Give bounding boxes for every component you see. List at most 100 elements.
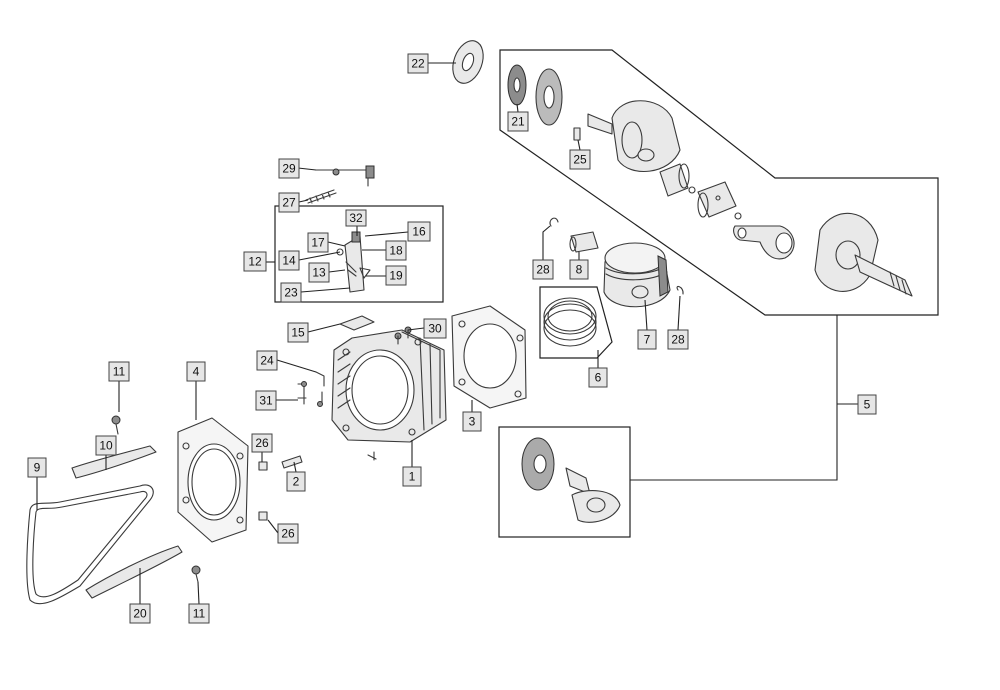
svg-text:11: 11 bbox=[113, 365, 126, 379]
circlip-right bbox=[676, 285, 684, 295]
svg-text:32: 32 bbox=[349, 211, 363, 225]
svg-text:14: 14 bbox=[282, 254, 296, 268]
cylinder-block bbox=[331, 329, 447, 443]
svg-text:19: 19 bbox=[389, 269, 403, 283]
callout-20: 20 bbox=[129, 603, 151, 624]
callout-26-lower: 26 bbox=[277, 523, 299, 544]
svg-text:6: 6 bbox=[595, 371, 602, 385]
crankshaft-assembly-frame bbox=[499, 49, 939, 316]
svg-text:29: 29 bbox=[282, 162, 296, 176]
tensioner-spring bbox=[305, 189, 337, 204]
svg-text:17: 17 bbox=[311, 236, 325, 250]
callout-30: 30 bbox=[423, 318, 447, 339]
svg-text:28: 28 bbox=[671, 333, 685, 347]
callout-18: 18 bbox=[385, 240, 407, 261]
svg-text:16: 16 bbox=[412, 225, 426, 239]
chain-guide-lower bbox=[85, 545, 183, 599]
callout-19: 19 bbox=[385, 265, 407, 286]
crank-sprocket bbox=[507, 64, 527, 106]
svg-text:2: 2 bbox=[293, 475, 300, 489]
dowel-pin bbox=[281, 455, 303, 469]
circlip-left bbox=[549, 217, 559, 227]
svg-text:10: 10 bbox=[99, 439, 113, 453]
leader-lines bbox=[36, 62, 858, 605]
callout-12: 12 bbox=[243, 251, 267, 272]
svg-text:7: 7 bbox=[644, 333, 651, 347]
callout-29: 29 bbox=[278, 158, 300, 179]
svg-text:22: 22 bbox=[411, 57, 425, 71]
tensioner-parts bbox=[336, 231, 371, 293]
piston-pin bbox=[569, 231, 599, 253]
svg-text:15: 15 bbox=[291, 326, 305, 340]
svg-text:26: 26 bbox=[255, 436, 269, 450]
callout-23: 23 bbox=[280, 282, 302, 303]
callout-17: 17 bbox=[307, 232, 329, 253]
callout-25: 25 bbox=[569, 149, 591, 170]
mounting-studs bbox=[297, 371, 325, 407]
svg-text:1: 1 bbox=[409, 470, 416, 484]
callout-21: 21 bbox=[507, 111, 529, 132]
svg-text:26: 26 bbox=[281, 527, 295, 541]
guide-bolt-lower bbox=[191, 565, 201, 583]
timing-gear bbox=[535, 68, 563, 126]
svg-text:5: 5 bbox=[864, 398, 871, 412]
svg-text:3: 3 bbox=[469, 415, 476, 429]
crank-bearing bbox=[659, 163, 690, 197]
callout-11-upper: 11 bbox=[108, 361, 130, 382]
callout-28-upper: 28 bbox=[532, 259, 554, 280]
svg-text:12: 12 bbox=[248, 255, 262, 269]
callout-14: 14 bbox=[278, 250, 300, 271]
callout-1: 1 bbox=[402, 466, 422, 487]
svg-text:4: 4 bbox=[193, 365, 200, 379]
tensioner-group-frame bbox=[274, 205, 444, 303]
callout-9: 9 bbox=[27, 457, 47, 478]
svg-text:21: 21 bbox=[511, 115, 525, 129]
svg-text:13: 13 bbox=[312, 266, 326, 280]
thrust-washer bbox=[452, 40, 484, 84]
cylinder-dowel bbox=[367, 451, 377, 461]
svg-text:9: 9 bbox=[34, 461, 41, 475]
callout-27: 27 bbox=[278, 192, 300, 213]
callout-24: 24 bbox=[256, 350, 278, 371]
svg-text:31: 31 bbox=[259, 394, 273, 408]
balancer-shaft bbox=[565, 467, 621, 523]
callout-4: 4 bbox=[186, 361, 206, 382]
svg-text:27: 27 bbox=[282, 196, 296, 210]
callout-28-lower: 28 bbox=[667, 329, 689, 350]
woodruff-key bbox=[573, 127, 581, 141]
svg-text:11: 11 bbox=[193, 607, 206, 621]
tensioner-bolt-assembly bbox=[315, 165, 375, 187]
callout-13: 13 bbox=[308, 262, 330, 283]
callout-11-lower: 11 bbox=[188, 603, 210, 624]
svg-text:20: 20 bbox=[133, 607, 147, 621]
cover-plate bbox=[339, 315, 375, 331]
callout-5: 5 bbox=[857, 394, 877, 415]
connecting-rod bbox=[733, 225, 795, 260]
balancer-frame bbox=[498, 426, 631, 538]
callout-3: 3 bbox=[462, 411, 482, 432]
head-gasket bbox=[177, 417, 249, 543]
callout-2: 2 bbox=[286, 471, 306, 492]
callout-22: 22 bbox=[407, 53, 429, 74]
callout-8: 8 bbox=[569, 259, 589, 280]
guide-bolt-upper bbox=[111, 415, 121, 435]
svg-text:25: 25 bbox=[573, 153, 587, 167]
callout-16: 16 bbox=[407, 221, 431, 242]
crank-pin bbox=[688, 181, 742, 220]
timing-chain bbox=[26, 484, 154, 605]
crankshaft-right-half bbox=[814, 212, 913, 297]
callout-6: 6 bbox=[588, 367, 608, 388]
callout-10: 10 bbox=[95, 435, 117, 456]
callout-15: 15 bbox=[287, 322, 309, 343]
svg-text:28: 28 bbox=[536, 263, 550, 277]
svg-text:18: 18 bbox=[389, 244, 403, 258]
dowel-lower bbox=[258, 511, 268, 521]
callout-32: 32 bbox=[345, 209, 367, 227]
callout-26-upper: 26 bbox=[251, 433, 273, 453]
chain-guide-upper bbox=[71, 445, 157, 479]
crankshaft-left-half bbox=[587, 100, 681, 173]
svg-text:23: 23 bbox=[284, 286, 298, 300]
cylinder-base-gasket bbox=[451, 305, 527, 409]
svg-text:30: 30 bbox=[428, 322, 442, 336]
svg-text:8: 8 bbox=[576, 263, 583, 277]
